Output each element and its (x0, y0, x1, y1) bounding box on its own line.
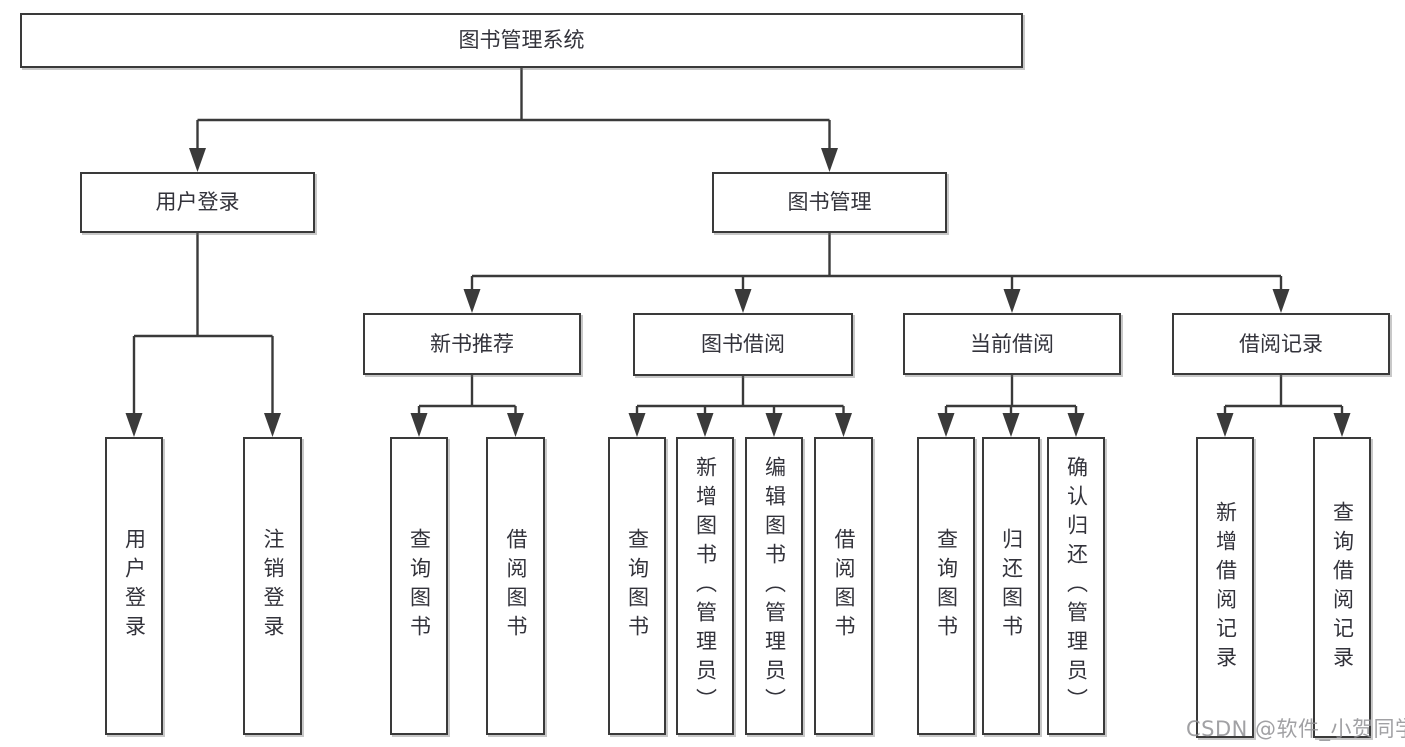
arrowhead-icon (1067, 413, 1085, 437)
node-cb-confirm: 确认归还（管理员） (1047, 437, 1105, 735)
arrowhead-icon (1002, 413, 1020, 437)
node-nbr-query-label: 查询图书 (407, 528, 432, 644)
node-br-query: 查询借阅记录 (1313, 437, 1371, 738)
arrowhead-icon (1216, 413, 1234, 437)
node-bb-edit-label: 编辑图书（管理员） (762, 455, 787, 717)
node-bb-borrow-label: 借阅图书 (832, 528, 856, 644)
arrowhead-icon (835, 413, 852, 437)
arrowhead-icon (189, 148, 206, 172)
node-user-login: 用户登录 (80, 172, 315, 233)
arrowhead-icon (410, 413, 428, 437)
node-book-mgmt: 图书管理 (712, 172, 947, 233)
arrowhead-icon (1333, 413, 1351, 437)
node-bb-query-label: 查询图书 (625, 528, 650, 644)
node-bb-add: 新增图书（管理员） (676, 437, 734, 735)
node-new-book-rec-label: 新书推荐 (430, 331, 514, 356)
arrowhead-icon (1272, 289, 1290, 313)
node-logout-label: 注销登录 (261, 528, 285, 644)
node-bb-borrow: 借阅图书 (814, 437, 873, 735)
node-bb-query: 查询图书 (608, 437, 666, 735)
node-br-add: 新增借阅记录 (1196, 437, 1254, 738)
node-book-mgmt-label: 图书管理 (787, 190, 872, 214)
node-new-book-rec: 新书推荐 (363, 313, 581, 375)
node-nbr-borrow-label: 借阅图书 (504, 528, 528, 644)
node-root-label: 图书管理系统 (458, 28, 585, 52)
node-book-borrow-label: 图书借阅 (701, 332, 785, 356)
node-current-borrow-label: 当前借阅 (970, 331, 1054, 356)
node-current-borrow: 当前借阅 (903, 313, 1121, 375)
arrowhead-icon (734, 289, 752, 313)
node-nbr-query: 查询图书 (390, 437, 448, 735)
node-br-query-label: 查询借阅记录 (1330, 500, 1355, 675)
node-cb-query: 查询图书 (917, 437, 975, 735)
arrowhead-icon (765, 413, 783, 437)
node-login-label: 用户登录 (122, 528, 147, 644)
node-cb-confirm-label: 确认归还（管理员） (1064, 455, 1089, 717)
node-br-add-label: 新增借阅记录 (1213, 500, 1238, 675)
watermark: CSDN @软件_小贺同学 (1186, 717, 1405, 741)
node-cb-return-label: 归还图书 (999, 528, 1024, 644)
node-root: 图书管理系统 (20, 13, 1023, 68)
arrowhead-icon (125, 413, 143, 437)
arrowhead-icon (507, 413, 524, 437)
arrowhead-icon (1003, 289, 1021, 313)
node-book-borrow: 图书借阅 (633, 313, 853, 376)
arrowhead-icon (937, 413, 955, 437)
arrowhead-icon (821, 148, 838, 172)
arrowhead-icon (463, 289, 481, 313)
arrowhead-icon (696, 413, 714, 437)
node-nbr-borrow: 借阅图书 (486, 437, 545, 735)
node-bb-edit: 编辑图书（管理员） (745, 437, 803, 735)
node-cb-return: 归还图书 (982, 437, 1040, 735)
node-bb-add-label: 新增图书（管理员） (693, 455, 718, 717)
node-login: 用户登录 (105, 437, 163, 735)
node-cb-query-label: 查询图书 (934, 528, 959, 644)
arrowhead-icon (264, 413, 281, 437)
node-user-login-label: 用户登录 (155, 190, 240, 214)
node-borrow-records-label: 借阅记录 (1239, 331, 1323, 356)
arrowhead-icon (628, 413, 646, 437)
node-borrow-records: 借阅记录 (1172, 313, 1390, 375)
node-logout: 注销登录 (243, 437, 302, 735)
